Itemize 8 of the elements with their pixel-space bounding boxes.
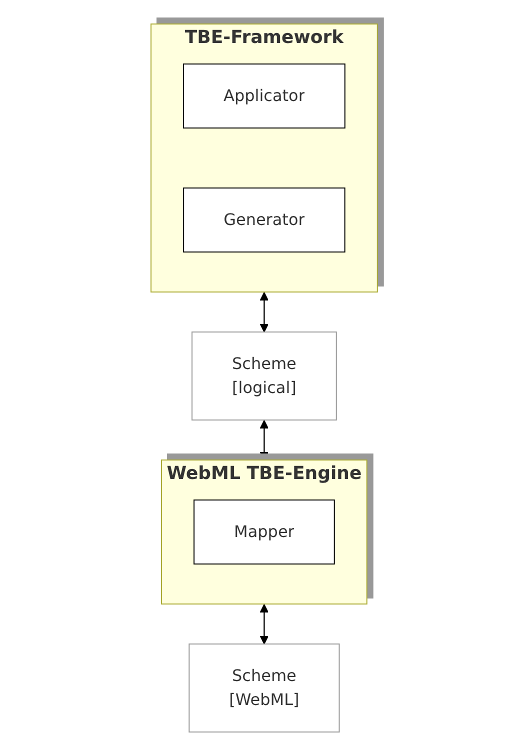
node-box: Mapper [193,499,335,564]
arrow [260,292,268,332]
node-box: Generator [182,187,346,252]
arrow [260,604,268,644]
node-box: Applicator [182,63,346,128]
node-box: Scheme [WebML] [188,643,340,732]
arrow [260,420,268,460]
node-box: Scheme [logical] [191,331,337,420]
